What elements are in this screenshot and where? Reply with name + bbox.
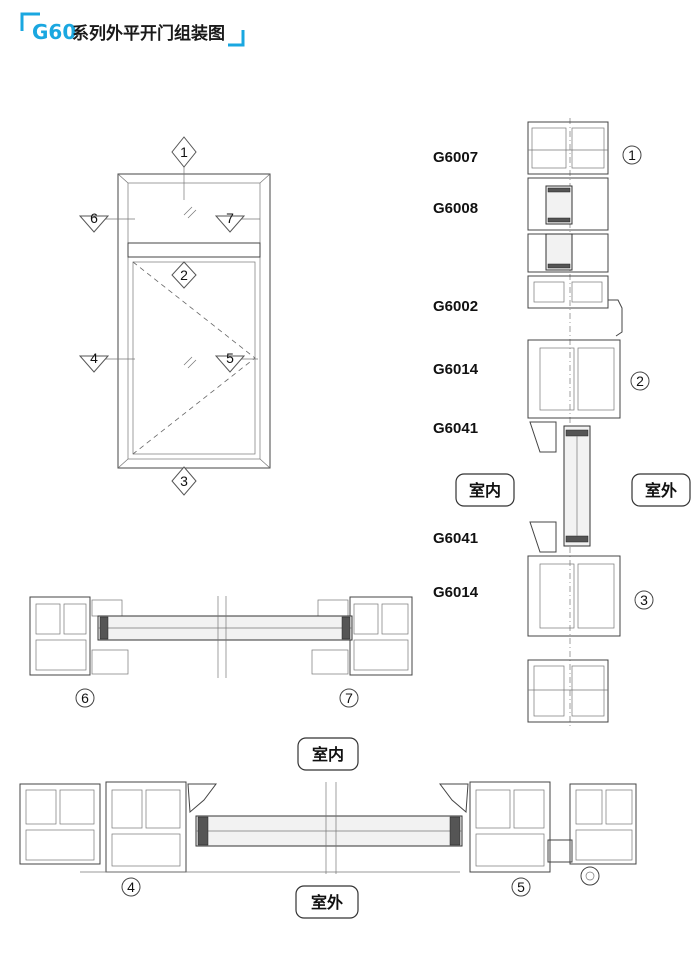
profile-label-g6041-bottom: G6041 bbox=[433, 530, 478, 547]
marker-5-label: 5 bbox=[517, 879, 525, 895]
callout-2: 2 bbox=[171, 261, 197, 289]
marker-6: 6 bbox=[75, 688, 95, 708]
marker-4: 4 bbox=[121, 877, 141, 897]
marker-2: 2 bbox=[630, 371, 650, 391]
marker-7: 7 bbox=[339, 688, 359, 708]
marker-1: 1 bbox=[622, 145, 642, 165]
callout-1-label: 1 bbox=[180, 144, 188, 160]
title-prefix: G60 bbox=[32, 20, 76, 44]
callout-5-label: 5 bbox=[226, 350, 234, 366]
callout-7: 7 bbox=[214, 210, 246, 233]
marker-7-label: 7 bbox=[345, 690, 353, 706]
callout-1: 1 bbox=[171, 136, 197, 168]
outdoor-label-horizontal: 室外 bbox=[295, 885, 359, 919]
marker-4-label: 4 bbox=[127, 879, 135, 895]
profile-label-g6007: G6007 bbox=[433, 149, 478, 166]
marker-6-label: 6 bbox=[81, 690, 89, 706]
vertical-section: G6007 G6008 G6002 G6014 G6041 G6041 G601… bbox=[433, 118, 691, 728]
title-block: G60 系列外平开门组装图 bbox=[20, 12, 245, 47]
title-corner-right-icon bbox=[228, 30, 245, 47]
outdoor-label-vertical: 室外 bbox=[631, 473, 691, 507]
marker-2-label: 2 bbox=[636, 373, 644, 389]
marker-5: 5 bbox=[511, 877, 531, 897]
title-corner-left-icon bbox=[20, 12, 40, 31]
callout-7-label: 7 bbox=[226, 210, 234, 226]
callout-4: 4 bbox=[78, 350, 110, 373]
marker-3-label: 3 bbox=[640, 592, 648, 608]
indoor-label-vertical: 室内 bbox=[455, 473, 515, 507]
callout-2-label: 2 bbox=[180, 267, 188, 283]
profile-label-g6014-bottom: G6014 bbox=[433, 584, 479, 601]
indoor-label-horizontal: 室内 bbox=[297, 737, 359, 771]
callout-4-label: 4 bbox=[90, 350, 98, 366]
transom-section: 6 7 bbox=[29, 596, 413, 708]
profile-label-g6014-top: G6014 bbox=[433, 361, 479, 378]
marker-1-label: 1 bbox=[628, 147, 636, 163]
outdoor-text-horizontal: 室外 bbox=[311, 893, 343, 912]
callout-6-label: 6 bbox=[90, 210, 98, 226]
callout-3: 3 bbox=[171, 466, 197, 496]
page-title: 系列外平开门组装图 bbox=[72, 23, 225, 44]
door-elevation: 1 6 7 2 4 5 3 bbox=[78, 136, 271, 496]
callout-6: 6 bbox=[78, 210, 110, 233]
profile-label-g6002: G6002 bbox=[433, 298, 478, 315]
outdoor-text-vertical: 室外 bbox=[645, 481, 677, 500]
profile-label-g6041-top: G6041 bbox=[433, 420, 478, 437]
indoor-text-horizontal: 室内 bbox=[312, 745, 344, 764]
door-section: 室内 室外 4 5 bbox=[19, 737, 637, 919]
callout-3-label: 3 bbox=[180, 473, 188, 489]
marker-3: 3 bbox=[634, 590, 654, 610]
profile-label-g6008: G6008 bbox=[433, 200, 478, 217]
callout-5: 5 bbox=[214, 350, 246, 373]
indoor-text-vertical: 室内 bbox=[469, 481, 501, 500]
